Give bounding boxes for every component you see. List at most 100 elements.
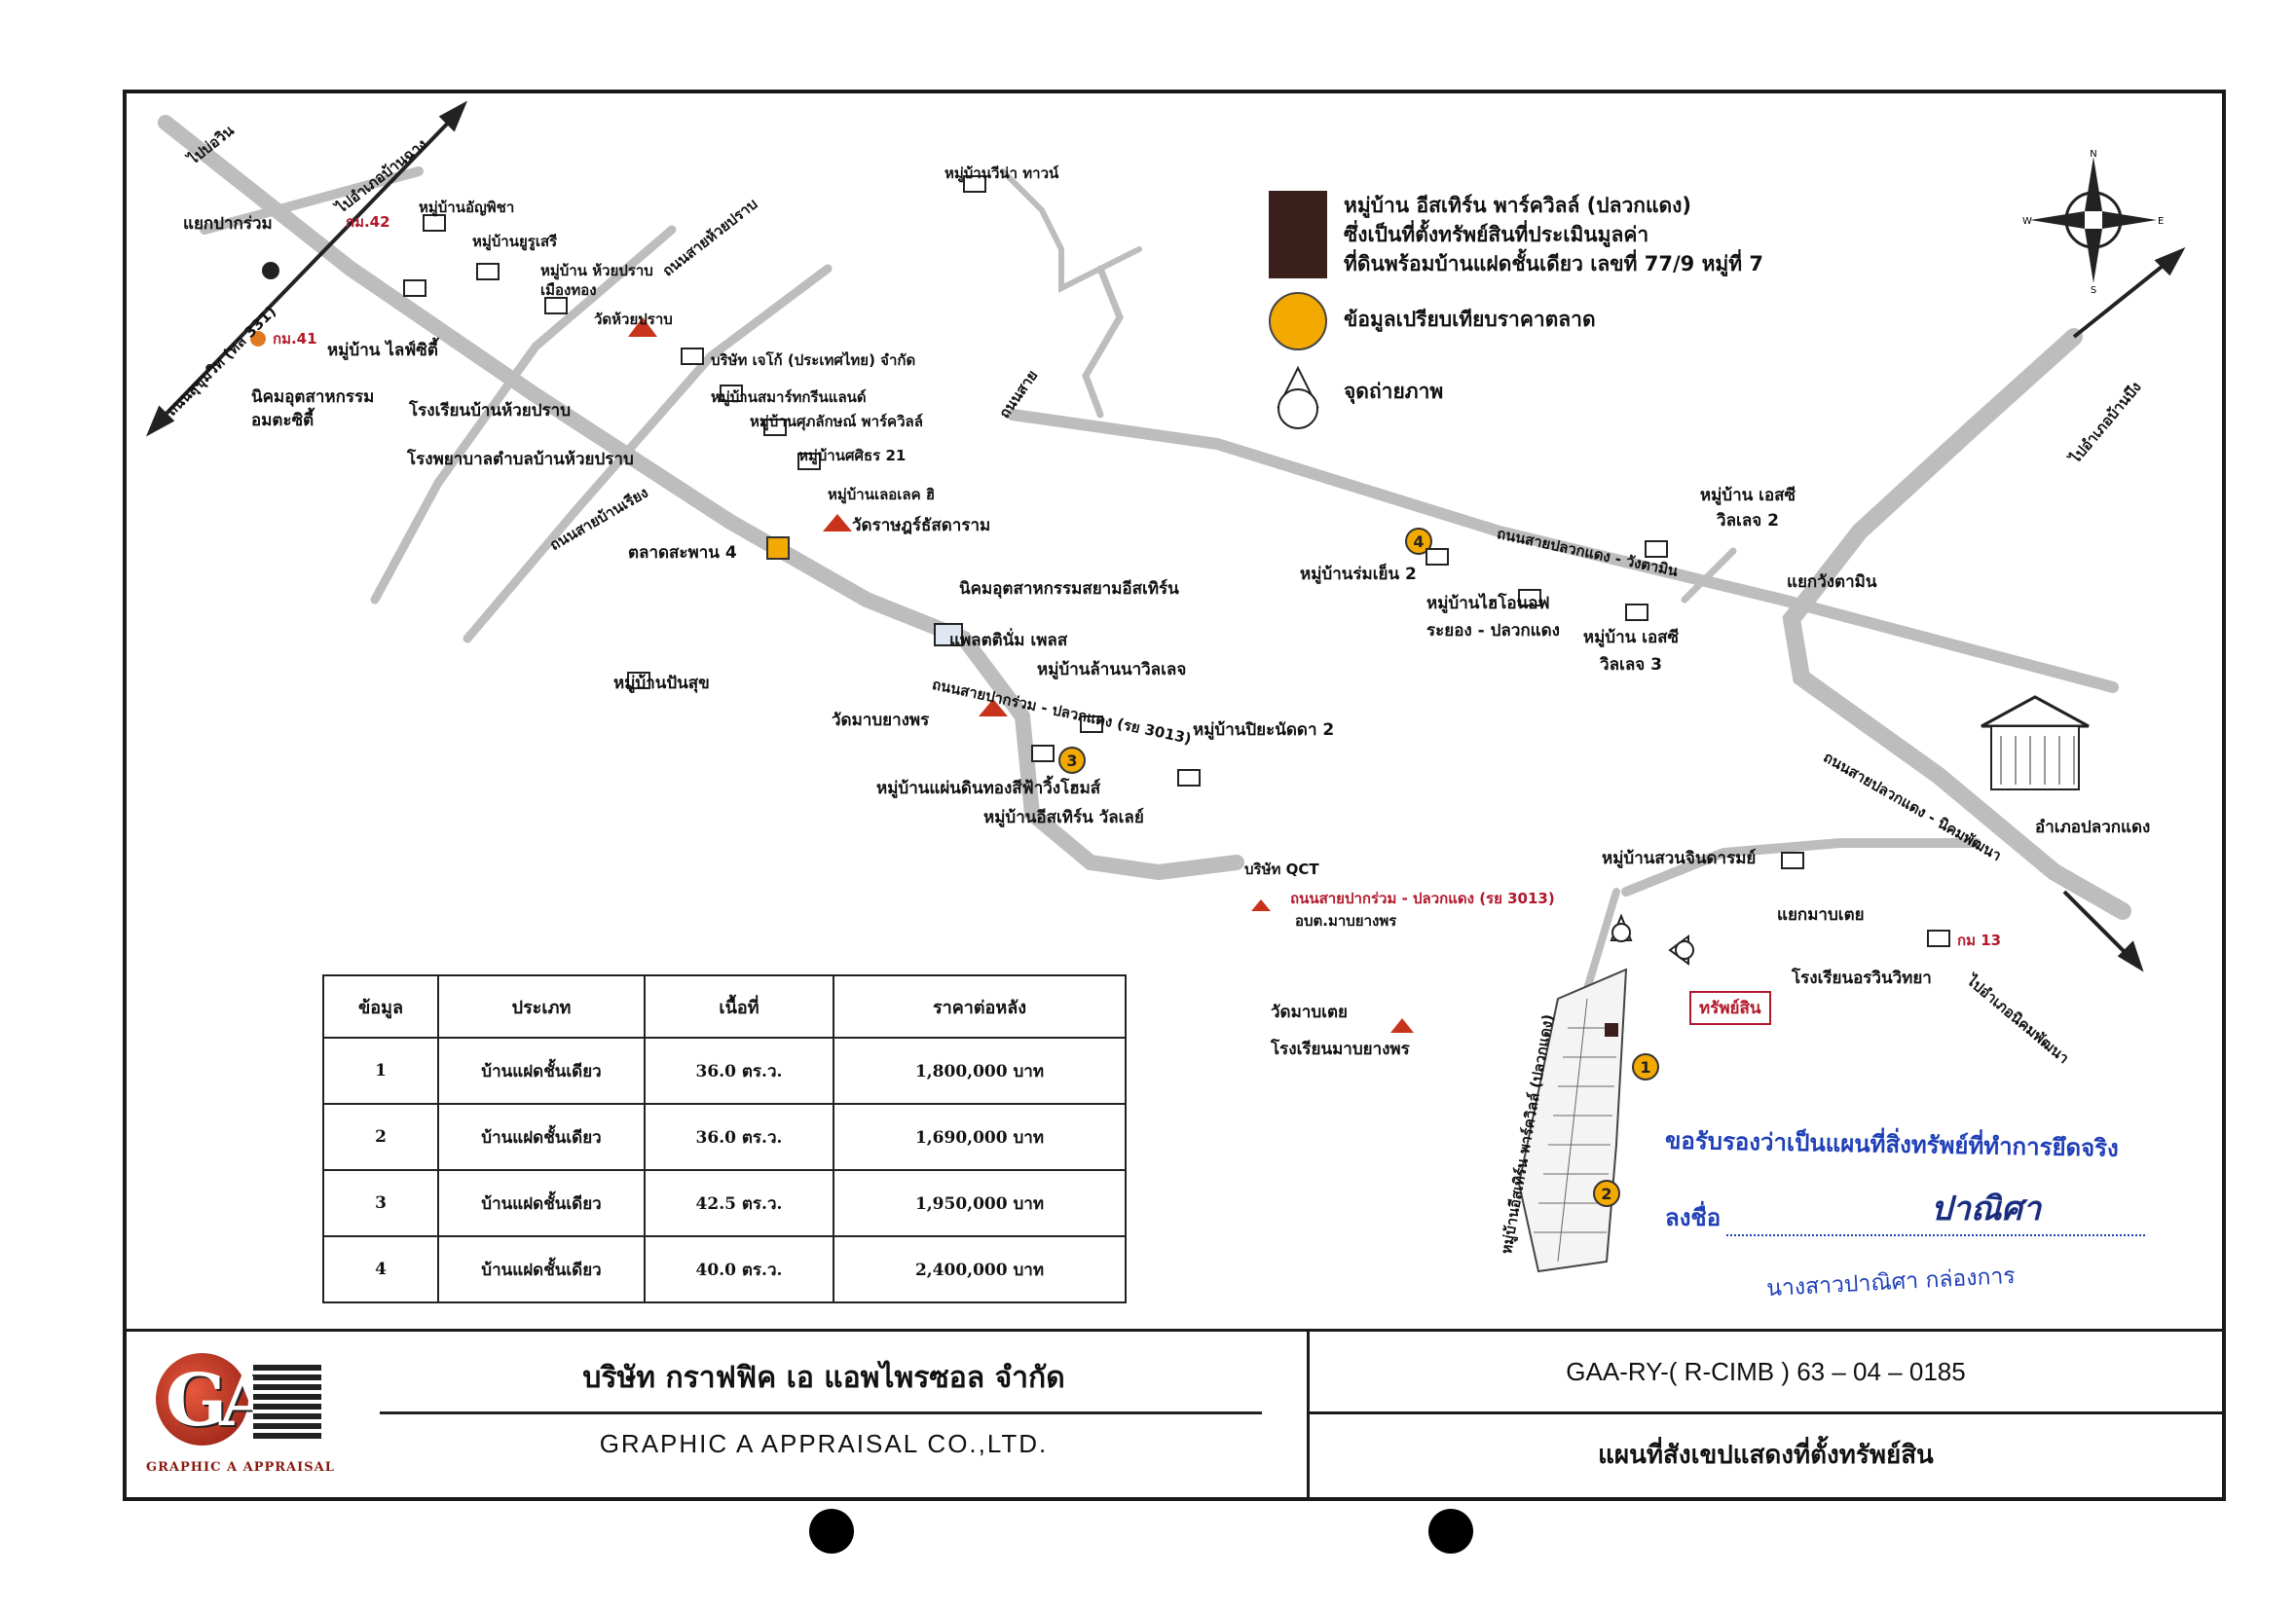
title-block: GA GRAPHIC A APPRAISAL บริษัท กราฟฟิค เอ… — [127, 1329, 2222, 1497]
compass-s: S — [2091, 285, 2096, 293]
label-moo-ecity3: หมู่บ้าน เอสซี วิลเลจ 3 — [1582, 628, 1680, 675]
punch-hole-right — [1428, 1509, 1473, 1554]
label-amphoe: อำเภอปลวกแดง — [2035, 818, 2151, 837]
label-yaek-wangtamin: แยกวังตามิน — [1787, 572, 1877, 592]
table-row: 1 บ้านแฝดชั้นเดียว 36.0 ตร.ว. 1,800,000 … — [322, 1037, 1127, 1105]
legend-photo-label: จุดถ่ายภาพ — [1344, 380, 1444, 403]
label-market: ตลาดสะพาน 4 — [628, 543, 737, 563]
label-yaek-mabkhey: แยกมาบเตย — [1777, 905, 1865, 925]
label-wat-huaypab: วัดห้วยปราบ — [594, 311, 673, 328]
table-cell: 4 — [322, 1235, 439, 1303]
table-row: 3 บ้านแฝดชั้นเดียว 42.5 ตร.ว. 1,950,000 … — [322, 1169, 1127, 1237]
roads — [158, 115, 2131, 1217]
company-name-en: GRAPHIC A APPRAISAL CO.,LTD. — [599, 1429, 1049, 1458]
table-cell: 1,800,000 บาท — [833, 1037, 1127, 1105]
road-virina — [1000, 168, 1142, 293]
comparable-marker-4: 4 — [1405, 528, 1432, 555]
label-company-qct: บริษัท QCT — [1244, 861, 1319, 878]
label-school-mabyang: โรงเรียนมาบยางพร — [1271, 1040, 1410, 1059]
compass-w: W — [2022, 216, 2032, 227]
label-moo-ecity2: หมู่บ้าน เอสซี วิลเลจ 2 — [1699, 486, 1796, 531]
punch-hole-left — [809, 1509, 854, 1554]
comparable-markers: 1 2 3 4 — [1058, 528, 1659, 1207]
table-cell: 1 — [322, 1037, 439, 1105]
table-cell: 42.5 ตร.ว. — [644, 1169, 834, 1237]
certify-statement: ขอรับรองว่าเป็นแผนที่สิ่งทรัพย์ที่ทำการย… — [1664, 1126, 2120, 1162]
table-cell: บ้านแฝดชั้นเดียว — [437, 1235, 646, 1303]
temple-icons — [628, 317, 1414, 1033]
table-header-cell: ข้อมูล — [322, 974, 439, 1039]
label-moo-lifecity: หมู่บ้าน ไลฟ์ซิตี้ — [327, 341, 438, 360]
table-cell: 40.0 ตร.ว. — [644, 1235, 834, 1303]
arrow-nw — [154, 111, 460, 426]
document-number: GAA-RY-( R-CIMB ) 63 – 04 – 0185 — [1310, 1332, 2222, 1414]
label-wat-rat: วัดราษฎร์ธัสดาราม — [852, 516, 991, 535]
label-abt-mabyang: อบต.มาบยางพร — [1295, 912, 1397, 930]
legend-photo: จุดถ่ายภาพ — [1266, 364, 1772, 432]
photo-point-2 — [1610, 913, 1633, 942]
label-wat-mabkhey: วัดมาบเตย — [1271, 1003, 1348, 1022]
table-cell: 1,690,000 บาท — [833, 1103, 1127, 1171]
document-title: แผนที่สังเขปแสดงที่ตั้งทรัพย์สิน — [1598, 1440, 1934, 1470]
compass-rose-icon: N S W E — [2022, 149, 2164, 293]
signature: ปาณิศา — [1931, 1190, 2042, 1228]
road-east-spur — [1681, 547, 1737, 604]
label-nikom-siam: นิคมอุตสาหกรรมสยามอีสเทิร์น — [959, 579, 1179, 599]
arrow-ne — [2072, 257, 2173, 339]
label-moo-ledge: หมู่บ้านเลอเลค ฮิ — [828, 486, 936, 503]
map-legend: หมู่บ้าน อีสเทิร์น พาร์ควิลล์ (ปลวกแดง) … — [1266, 191, 1772, 446]
label-moo-sri21: หมู่บ้านศศิธร 21 — [798, 447, 907, 464]
photo-points — [1610, 913, 1694, 966]
label-moo-virina: หมู่บ้านวีน่า ทาวน์ — [944, 165, 1059, 182]
table-cell: บ้านแฝดชั้นเดียว — [437, 1103, 646, 1171]
road-sukhumvit — [158, 115, 1244, 881]
label-moo-pansuk: หมู่บ้านปันสุข — [613, 674, 710, 693]
label-moo-smart: หมู่บ้านสมาร์ทกรีนแลนด์ — [711, 388, 867, 406]
label-plaza: แพลตตินั่ม เพลส — [949, 631, 1068, 650]
label-wat-mabyang: วัดมาบยางพร — [832, 711, 930, 730]
comparable-marker-1: 1 — [1632, 1053, 1659, 1081]
label-moo-romyen2: หมู่บ้านร่มเย็น 2 — [1300, 565, 1417, 584]
km-post — [262, 262, 279, 279]
subject-swatch — [1269, 191, 1327, 278]
logo-letters: GA — [166, 1359, 276, 1443]
amphoe-office-icon — [1981, 695, 2090, 790]
road-reaching — [463, 264, 833, 643]
map-sheet: 1 2 3 4 — [123, 90, 2226, 1501]
road-mabkhey — [1621, 838, 1981, 897]
label-moo-huaypab-muangthong: หมู่บ้าน ห้วยปราบเมืองทอง — [540, 262, 653, 299]
label-km13: กม 13 — [1957, 932, 2002, 949]
legend-subject: หมู่บ้าน อีสเทิร์น พาร์ควิลล์ (ปลวกแดง) … — [1266, 191, 1772, 278]
label-moo-piyanat2: หมู่บ้านปิยะนัดดา 2 — [1193, 720, 1335, 740]
comparable-marker-2: 2 — [1593, 1180, 1620, 1207]
table-cell: บ้านแฝดชั้นเดียว — [437, 1037, 646, 1105]
label-km41: กม.41 — [273, 330, 317, 348]
compass-e: E — [2158, 216, 2164, 227]
km41-dot — [250, 331, 266, 347]
road-banbung — [1782, 328, 2131, 920]
label-nikom-amata: นิคมอุตสาหกรรม อมตะซิตี้ — [251, 387, 375, 430]
svg-text:2: 2 — [1601, 1185, 1611, 1203]
label-property: ทรัพย์สิน — [1689, 991, 1771, 1025]
table-cell: 36.0 ตร.ว. — [644, 1037, 834, 1105]
photo-point-icon — [1277, 365, 1319, 429]
compass-n: N — [2090, 149, 2096, 160]
road-north — [1082, 265, 1124, 419]
document-block: GAA-RY-( R-CIMB ) 63 – 04 – 0185 แผนที่ส… — [1310, 1332, 2222, 1497]
company-block: GA GRAPHIC A APPRAISAL บริษัท กราฟฟิค เอ… — [127, 1332, 1310, 1497]
legend-subject-title: หมู่บ้าน อีสเทิร์น พาร์ควิลล์ (ปลวกแดง) — [1344, 194, 1691, 217]
table-header-cell: ประเภท — [437, 974, 646, 1039]
table-header-cell: เนื้อที่ — [644, 974, 834, 1039]
legend-subject-line3: ที่ดินพร้อมบ้านแฝดชั้นเดียว เลขที่ 77/9 … — [1344, 252, 1764, 275]
label-km42: กม.42 — [346, 213, 390, 231]
label-moo-paendin: หมู่บ้านแผ่นดินทองสีฟ้าวิ้งโฮมส์ — [876, 779, 1101, 798]
table-row: 4 บ้านแฝดชั้นเดียว 40.0 ตร.ว. 2,400,000 … — [322, 1235, 1127, 1303]
direction-arrows — [145, 100, 2186, 972]
label-moo-eastern-valley: หมู่บ้านอีสเทิร์น วัลเลย์ — [983, 808, 1144, 827]
landmark-icons — [403, 175, 1950, 947]
company-name-th: บริษัท กราฟฟิค เอ แอพไพรซอล จำกัด — [582, 1361, 1065, 1395]
label-moo-haionoff: หมู่บ้านไฮโอนอฟ ระยอง - ปลวกแดง — [1426, 594, 1560, 641]
label-school-arawin: โรงเรียนอรวินวิทยา — [1792, 969, 1932, 988]
table-cell: 2 — [322, 1103, 439, 1171]
road-yaek-pakruam — [200, 166, 424, 235]
